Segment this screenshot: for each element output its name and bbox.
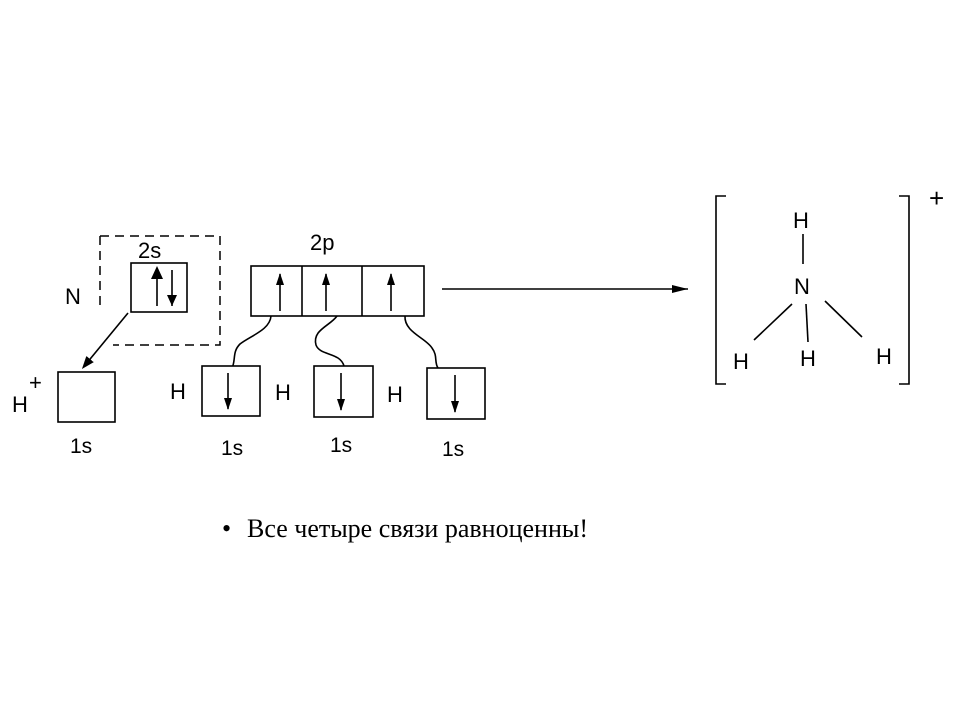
ammonium-h-top: H [793,208,809,233]
ammonium-charge: + [929,183,944,213]
ammonium-h-bottom-left: H [733,349,749,374]
electron-2p-3-arrowhead [387,273,395,285]
nitrogen-label: N [65,284,81,309]
caption-bullet: • [222,514,231,543]
proton-1s-empty-box [57,371,116,423]
bond-line-2 [314,315,345,367]
hydrogen-1-label: H [170,379,186,404]
orbital-2p-label: 2p [310,230,334,255]
bond-n-h-left [753,303,793,341]
hydrogen-1-electron-arrowhead [224,398,232,410]
hydrogen-2-orbital-label: 1s [330,434,352,457]
electron-2p-1-arrowhead [276,273,284,285]
hydrogen-2-label: H [275,380,291,405]
hydrogen-1-orbital-label: 1s [221,437,243,460]
bond-line-3 [404,315,439,369]
hydrogen-3-orbital-box [426,367,486,420]
left-bracket [715,195,726,385]
orbital-2p-box [250,265,425,317]
bond-line-1 [231,315,272,369]
proton-label: H [12,392,28,417]
reaction-arrowhead [672,285,688,293]
donor-acceptor-arrow [81,312,129,369]
right-bracket [899,195,910,385]
hydrogen-3-electron-arrowhead [451,401,459,413]
nitrogen-2s-dashed-frame [100,235,221,346]
hydrogen-3-orbital-label: 1s [442,438,464,461]
hydrogen-3-label: H [387,382,403,407]
electron-down-arrowhead [167,295,177,306]
hydrogen-2-electron-arrowhead [337,399,345,411]
ammonium-h-bottom-middle: H [800,346,816,371]
proton-orbital-label: 1s [70,435,92,458]
hydrogen-1-orbital-box [201,365,261,417]
orbital-2s-label: 2s [138,238,161,263]
ammonium-h-bottom-right: H [876,344,892,369]
caption-text: Все четыре связи равноценны! [247,514,588,543]
ammonium-n-center: N [794,274,810,299]
bond-n-h-middle [805,303,809,343]
electron-up-arrowhead [151,266,163,279]
hydrogen-2-orbital-box [313,365,374,418]
bond-n-h-right [824,300,863,338]
electron-2p-2-arrowhead [322,273,330,285]
proton-charge: + [29,370,42,395]
